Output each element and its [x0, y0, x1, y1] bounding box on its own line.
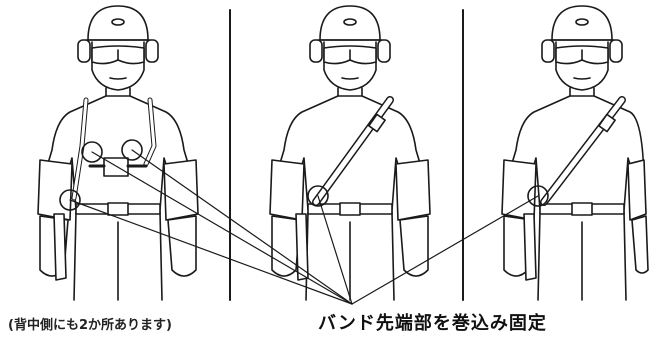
back-side-note: (背中側にも2か所あります) [8, 318, 172, 333]
helmet [551, 5, 613, 41]
leader-lines [69, 149, 539, 305]
sleeve-left [37, 159, 73, 221]
main-caption: バンド先端部を巻込み固定 [318, 313, 547, 334]
helmet [319, 5, 381, 41]
figure-full-harness [37, 5, 199, 301]
earmuff-left [77, 39, 91, 63]
helmet-badge [111, 18, 125, 26]
figure-shoulder-strap-center [269, 5, 431, 301]
callout-circle-3 [59, 189, 81, 211]
glove-right [167, 215, 197, 277]
earmuff-right [145, 39, 159, 63]
helmet [87, 5, 149, 41]
callout-circle-2 [121, 139, 143, 161]
callout-circle-5 [527, 185, 549, 207]
tool-bag [53, 213, 67, 281]
figure-shoulder-strap-right [501, 5, 649, 301]
callout-circle-1 [81, 141, 103, 163]
pants [73, 211, 163, 301]
callout-circle-4 [307, 185, 329, 207]
